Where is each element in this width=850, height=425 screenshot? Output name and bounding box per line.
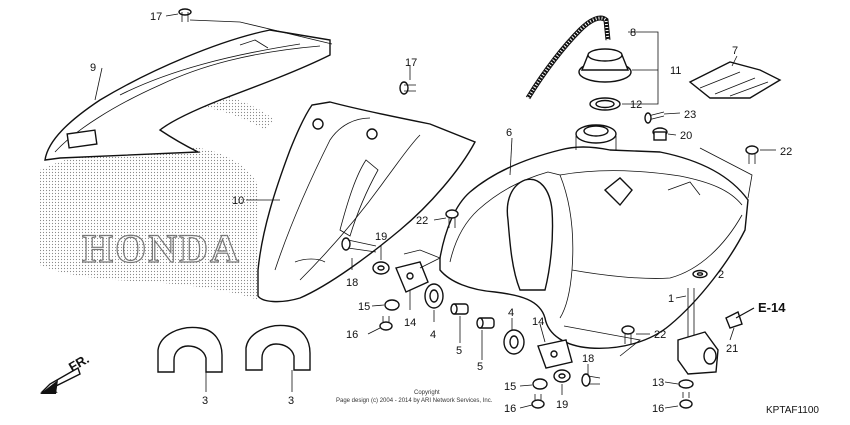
label-rubber-band-7: 7 (732, 45, 738, 57)
label-rubber-3-left: 3 (202, 395, 208, 407)
label-screw-23: 23 (684, 109, 696, 121)
label-fuel-tank-6: 6 (506, 127, 512, 139)
label-bolt-18-right: 18 (582, 353, 594, 365)
label-nut-15-right: 15 (504, 381, 516, 393)
label-bracket-14-left: 14 (404, 317, 416, 329)
label-bolt-22-bottom: 22 (654, 329, 666, 341)
reference-label: E-14 (758, 300, 786, 315)
label-cushion-4-right: 4 (508, 307, 514, 319)
label-grommet-20: 20 (680, 130, 692, 142)
label-cap-seal-12: 12 (630, 99, 642, 111)
front-direction-label: FR. (66, 351, 92, 374)
label-bolt-16-bottom: 16 (504, 403, 516, 415)
label-breather-tube-8: 8 (630, 27, 636, 39)
rubber-band-7-drawing (688, 61, 782, 99)
label-shroud-10: 10 (232, 195, 244, 207)
label-rubber-3-right: 3 (288, 395, 294, 407)
label-bolt-22-left: 22 (416, 215, 428, 227)
label-bolt-18-left: 18 (346, 277, 358, 289)
label-collar-5-left: 5 (456, 345, 462, 357)
label-nut-15-left: 15 (358, 301, 370, 313)
label-cushion-4-left: 4 (430, 329, 436, 341)
label-washer-2: 2 (718, 269, 724, 281)
leader-lines (94, 13, 776, 409)
label-bracket-14-right: 14 (532, 316, 544, 328)
label-fuel-cap-11: 11 (670, 65, 681, 77)
reference-arrow (735, 307, 755, 319)
shroud-10-drawing (257, 101, 476, 303)
label-collar-5-right: 5 (477, 361, 483, 373)
label-fuel-valve-1: 1 (668, 293, 674, 305)
diagram-code: KPTAF1100 (766, 405, 819, 416)
front-direction-arrow: FR. (40, 351, 92, 394)
fuel-tank-6-drawing (439, 124, 749, 350)
label-bolt-17-top: 17 (150, 11, 162, 23)
part-number-labels: 17 9 17 10 8 11 12 7 23 20 6 22 22 22 2 … (90, 11, 792, 415)
cap-assembly-drawing (525, 15, 632, 111)
label-washer-19-left: 19 (375, 231, 387, 243)
label-bolt-22-right: 22 (780, 146, 792, 158)
label-bolt-17-mid: 17 (405, 57, 417, 69)
copyright-line-1: Copyright (414, 390, 440, 396)
label-shroud-9: 9 (90, 62, 96, 74)
label-clip-21: 21 (726, 343, 738, 355)
hardware-drawings (157, 8, 759, 409)
label-nut-13: 13 (652, 377, 664, 389)
label-bolt-16-right: 16 (652, 403, 664, 415)
copyright-line-2: Page design (c) 2004 - 2014 by ARI Netwo… (336, 398, 493, 404)
label-washer-19-right: 19 (556, 399, 568, 411)
shroud-9-drawing (44, 29, 331, 161)
brand-text: HONDA (82, 226, 241, 271)
label-bolt-16-left: 16 (346, 329, 358, 341)
